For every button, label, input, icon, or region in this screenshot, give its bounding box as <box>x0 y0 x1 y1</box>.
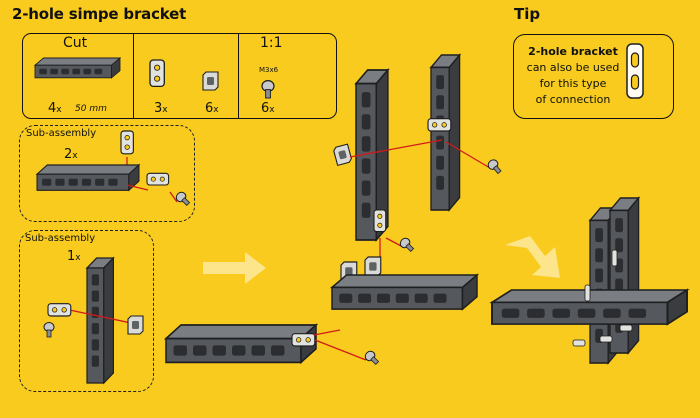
subassembly-label: Sub-assembly <box>26 128 97 139</box>
subassembly-1-drawing <box>36 130 193 209</box>
subassembly-box-2: Sub-assembly 1x <box>19 230 154 392</box>
cut-label: Cut <box>63 35 88 51</box>
screw-size-label: M3x6 <box>259 66 279 74</box>
subassembly-label: Sub-assembly <box>25 233 96 244</box>
tip-bracket-part <box>626 43 644 99</box>
beam-quantity: 4x <box>48 101 62 116</box>
nut-quantity: 6x <box>205 101 219 116</box>
subassembly-box-1: Sub-assembly 2x <box>19 125 195 222</box>
parts-divider <box>133 34 134 118</box>
subassembly-quantity: 2x <box>64 147 78 162</box>
flow-arrow <box>505 236 560 278</box>
main-assembly-drawing <box>165 54 504 368</box>
tip-text-line: can also be used <box>526 61 620 74</box>
result-assembly-drawing <box>491 197 688 364</box>
subassembly-quantity: 1x <box>67 249 81 264</box>
page-title: 2-hole simpe bracket <box>12 5 187 23</box>
tip-box: 2-hole bracket can also be used for this… <box>513 34 674 119</box>
subassembly-2-drawing <box>43 257 144 384</box>
nut-part <box>202 71 219 91</box>
bracket-quantity: 3x <box>154 101 168 116</box>
screw-part <box>261 79 275 99</box>
parts-divider <box>238 34 239 118</box>
screw-quantity: 6x <box>261 101 275 116</box>
flow-arrow <box>203 252 266 284</box>
parts-list-box: Cut 1:1 4x 50 mm 3x 6x 6x M3x6 <box>22 33 337 119</box>
beam-length: 50 mm <box>75 104 107 114</box>
tip-heading: Tip <box>514 5 541 23</box>
tip-text-line: of connection <box>535 93 611 106</box>
bracket-part <box>149 59 165 88</box>
tip-text-line: for this type <box>539 77 607 90</box>
scale-label: 1:1 <box>260 35 283 51</box>
beam-part <box>34 57 121 79</box>
tip-bold-text: 2-hole bracket <box>528 45 618 58</box>
